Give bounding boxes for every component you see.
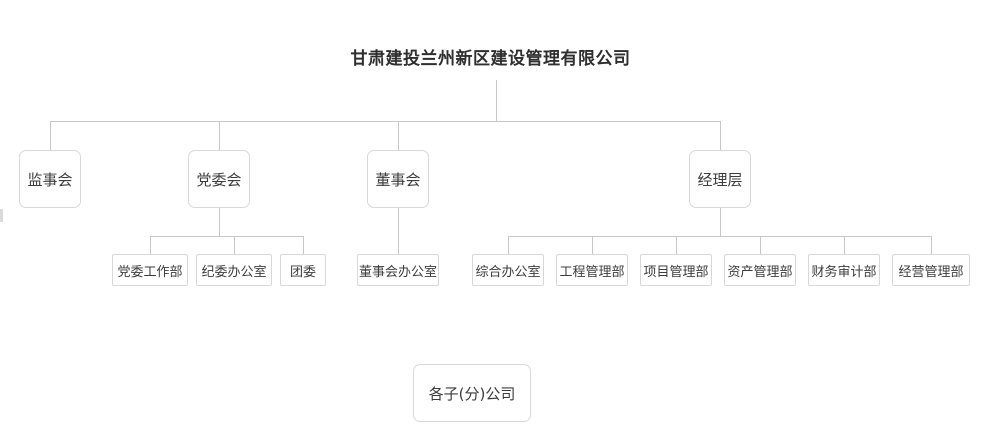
connector-root-stem	[496, 80, 497, 121]
connector-drop-management	[720, 121, 721, 150]
node-discipline-inspection-office[interactable]: 纪委办公室	[196, 254, 272, 286]
node-finance-audit-department[interactable]: 财务审计部	[808, 254, 880, 286]
node-asset-management-department[interactable]: 资产管理部	[724, 254, 796, 286]
connector-party-drop-3	[303, 236, 304, 254]
connector-drop-supervisory	[50, 121, 51, 150]
connector-drop-party	[219, 121, 220, 150]
node-board-office[interactable]: 董事会办公室	[357, 254, 439, 286]
left-edge-artifact	[0, 209, 3, 222]
connector-management-drop-4	[760, 236, 761, 254]
node-party-committee[interactable]: 党委会	[188, 150, 250, 208]
connector-management-bus	[508, 236, 932, 237]
node-operations-management-department[interactable]: 经营管理部	[892, 254, 970, 286]
node-subsidiary-companies[interactable]: 各子(分)公司	[413, 364, 531, 422]
node-project-management-department[interactable]: 项目管理部	[640, 254, 712, 286]
node-general-office[interactable]: 综合办公室	[472, 254, 544, 286]
connector-management-drop-6	[931, 236, 932, 254]
connector-management-drop-2	[592, 236, 593, 254]
node-engineering-management-department[interactable]: 工程管理部	[556, 254, 628, 286]
node-management-layer[interactable]: 经理层	[689, 150, 751, 208]
node-supervisory-board[interactable]: 监事会	[19, 150, 81, 208]
node-youth-league-committee[interactable]: 团委	[280, 254, 326, 286]
connector-party-drop-1	[150, 236, 151, 254]
connector-party-drop-2	[234, 236, 235, 254]
connector-management-stem	[720, 208, 721, 236]
node-party-work-department[interactable]: 党委工作部	[112, 254, 188, 286]
connector-board-stem	[398, 208, 399, 254]
connector-level2-bus	[50, 121, 721, 122]
connector-party-bus	[150, 236, 303, 237]
connector-management-drop-5	[844, 236, 845, 254]
connector-party-stem	[219, 208, 220, 236]
connector-management-drop-3	[676, 236, 677, 254]
connector-drop-board	[398, 121, 399, 150]
connector-management-drop-1	[508, 236, 509, 254]
node-board-of-directors[interactable]: 董事会	[367, 150, 429, 208]
org-chart-root-title: 甘肃建投兰州新区建设管理有限公司	[350, 49, 631, 69]
